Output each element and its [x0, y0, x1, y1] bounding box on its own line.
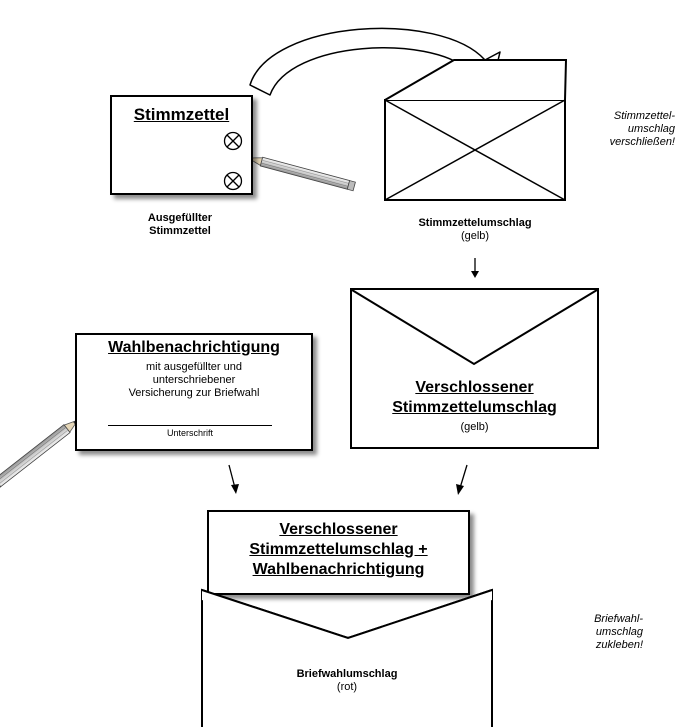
closed-envelope-color: (gelb)	[460, 421, 489, 433]
open-envelope-graphic	[384, 59, 568, 201]
note-seal-envelope: Briefwahl- umschlag zukleben!	[548, 613, 643, 652]
postal-envelope-color: (rot)	[336, 681, 358, 693]
notification-line2: unterschriebener	[152, 374, 236, 386]
notification-line3: Versicherung zur Briefwahl	[128, 387, 260, 399]
notification-body: mit ausgefüllter und unterschriebener Ve…	[77, 361, 311, 400]
ballot-title: Stimmzettel	[133, 105, 230, 124]
postal-envelope-label: Briefwahlumschlag	[296, 668, 398, 680]
signature-label: Unterschrift	[166, 428, 213, 438]
note-seal-line3: zukleben!	[595, 639, 643, 651]
arrow-down-right	[456, 464, 468, 495]
notification-line1: mit ausgefüllter und	[146, 361, 242, 373]
arrow-down-1	[471, 258, 479, 278]
ballot-card: Stimmzettel	[110, 95, 253, 195]
closed-envelope-line1: Verschlossener	[415, 379, 534, 396]
note-close-line1: Stimmzettel-	[613, 110, 675, 122]
signature-line	[108, 425, 272, 426]
closed-envelope: Verschlossener Stimmzettelumschlag (gelb…	[350, 288, 599, 449]
checked-circle-icon	[223, 171, 243, 191]
open-envelope-caption: Stimmzettelumschlag (gelb)	[385, 217, 565, 243]
note-seal-line2: umschlag	[595, 626, 643, 638]
insert-card-line3: Wahlbenachrichtigung	[252, 561, 425, 578]
note-seal-line1: Briefwahl-	[594, 613, 643, 625]
insert-card-line1: Verschlossener	[279, 521, 398, 538]
postal-envelope-caption: Briefwahlumschlag (rot)	[202, 668, 492, 694]
note-close-line2: umschlag	[627, 123, 675, 135]
ballot-caption-line1: Ausgefüllter	[147, 212, 213, 224]
notification-title: Wahlbenachrichtigung	[108, 339, 280, 356]
insert-card-line2: Stimmzettelumschlag +	[249, 541, 428, 558]
closed-envelope-label: Verschlossener Stimmzettelumschlag	[352, 378, 597, 418]
note-close-envelope: Stimmzettel- umschlag verschließen!	[580, 110, 675, 149]
open-envelope-color: (gelb)	[460, 230, 490, 242]
pencil-icon	[0, 419, 80, 491]
checked-circle-icon	[223, 131, 243, 151]
closed-envelope-line2: Stimmzettelumschlag	[392, 399, 557, 416]
ballot-caption-line2: Stimmzettel	[149, 225, 211, 237]
notification-card: Wahlbenachrichtigung mit ausgefüllter un…	[75, 333, 313, 451]
insert-card: Verschlossener Stimmzettelumschlag + Wah…	[207, 510, 470, 595]
open-envelope-label: Stimmzettelumschlag	[418, 217, 532, 229]
arrow-down-left	[228, 464, 239, 494]
note-close-line3: verschließen!	[609, 136, 675, 148]
ballot-caption: Ausgefüllter Stimmzettel	[115, 212, 245, 238]
insert-card-label: Verschlossener Stimmzettelumschlag + Wah…	[209, 520, 468, 580]
closed-envelope-flap	[351, 289, 598, 366]
